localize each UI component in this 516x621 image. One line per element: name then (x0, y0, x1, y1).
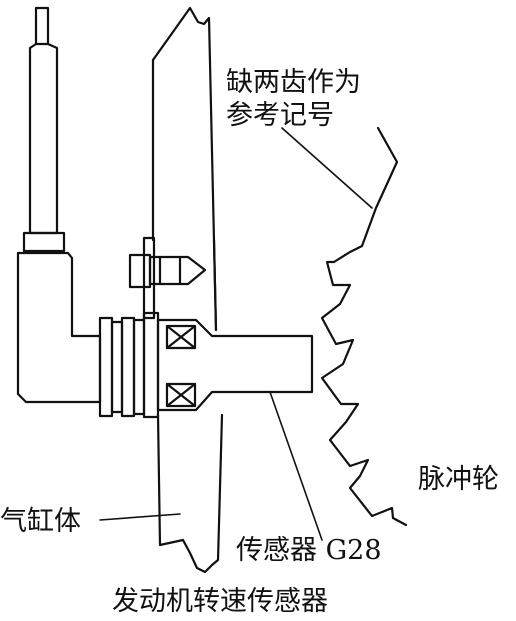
missing-teeth-label-line2: 参考记号 (226, 100, 334, 131)
sensor-cable (22, 6, 66, 253)
figure-caption: 发动机转速传感器 (112, 586, 328, 617)
leader-lines (99, 127, 373, 541)
cylinder-block-outline (151, 6, 224, 574)
cylinder-block-label: 气缸体 (0, 506, 81, 537)
sensor-housing (16, 251, 160, 419)
missing-teeth-label-line1: 缺两齿作为 (226, 67, 361, 98)
mounting-bolt (128, 236, 207, 320)
sensor-label: 传感器 G28 (236, 535, 382, 566)
missing-teeth-label: 缺两齿作为 参考记号 (226, 66, 361, 132)
pulse-wheel-teeth (320, 126, 408, 527)
pulse-wheel-label: 脉冲轮 (418, 464, 499, 495)
sensor-probe (156, 318, 314, 412)
